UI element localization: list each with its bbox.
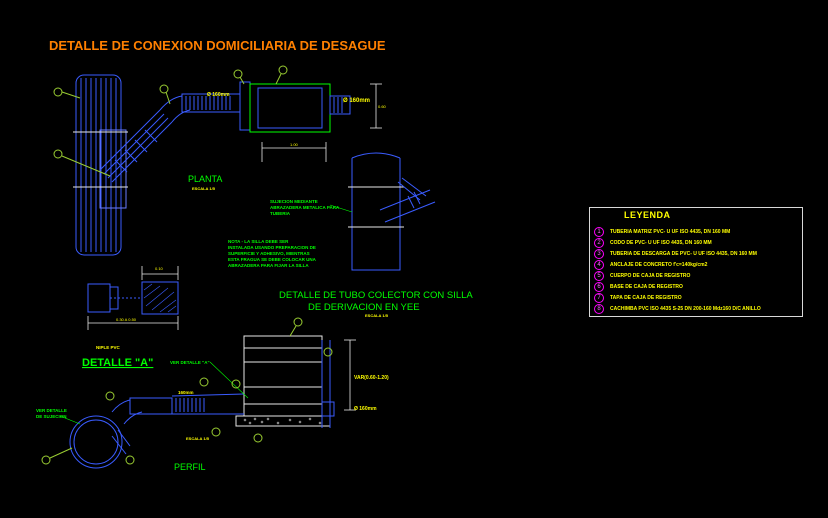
- leader-sujecion: [59, 415, 81, 425]
- bubble-callouts-plan: [53, 65, 288, 177]
- leader-abrazadera: [329, 204, 353, 213]
- dim-text-niple-short: 0.10: [155, 266, 164, 271]
- pipe-clamps-plan: [73, 131, 128, 188]
- legend-item-text: TUBERIA MATRIZ PVC- U UF ISO 4435, DN 16…: [610, 228, 731, 235]
- escala-perfil-label: ESCALA 1/5: [186, 436, 210, 441]
- dim-text-niple-long: 0.30 A 0.50: [116, 317, 137, 322]
- legend-item-text: TUBERIA DE DESCARGA DE PVC- U UF ISO 443…: [610, 250, 757, 257]
- legend-item-text: CODO DE PVC- U UF ISO 4435, DN 160 MM: [610, 239, 712, 246]
- legend-item-text: BASE DE CAJA DE REGISTRO: [610, 283, 683, 290]
- niple-label: NIPLE PVC: [96, 345, 121, 350]
- drawing-title: DETALLE DE CONEXION DOMICILIARIA DE DESA…: [49, 38, 386, 53]
- saddle-branch-plan: [99, 95, 191, 183]
- leader-ver-detalle-a: [209, 361, 249, 399]
- legend-item-text: CACHIMBA PVC ISO 4435 S-25 DN 200-160 Md…: [610, 305, 761, 312]
- niple-detail: [87, 281, 179, 315]
- legend-item: 2 CODO DE PVC- U UF ISO 4435, DN 160 MM: [594, 237, 712, 248]
- dim-text-width: 1.00: [290, 142, 299, 147]
- escala-planta-label: ESCALA 1/5: [192, 186, 216, 191]
- phi-160-right-label: Ø 160mm: [343, 98, 370, 104]
- dimension-lines-niple: [87, 266, 179, 330]
- concrete-anchor: [243, 417, 322, 425]
- legend-item: 6 BASE DE CAJA DE REGISTRO: [594, 281, 683, 292]
- legend-item-number: 5: [594, 270, 604, 281]
- legend-item-number: 4: [594, 259, 604, 270]
- tube-with-saddle: [348, 152, 436, 271]
- detalle-tubo-line2: DE DERIVACION EN YEE: [308, 302, 420, 313]
- dim-text-height: 0.60: [378, 104, 387, 109]
- legend-item-number: 6: [594, 281, 604, 292]
- legend-item-number: 1: [594, 226, 604, 237]
- niple-hatch: [143, 283, 177, 313]
- perfil-label: PERFIL: [174, 462, 206, 472]
- legend-item-number: 8: [594, 303, 604, 314]
- legend-item-number: 7: [594, 292, 604, 303]
- legend-item: 8 CACHIMBA PVC ISO 4435 S-25 DN 200-160 …: [594, 303, 761, 314]
- legend-item-text: TAPA DE CAJA DE REGISTRO: [610, 294, 682, 301]
- ver-detalle-a-label: VER DETALLE "A": [170, 360, 210, 365]
- registro-dim: [344, 339, 356, 411]
- planta-label: PLANTA: [188, 174, 222, 184]
- dimension-lines-plan: [261, 83, 382, 162]
- legend-item-text: ANCLAJE DE CONCRETO f'c=140kg/cm2: [610, 261, 708, 268]
- legend-item-text: CUERPO DE CAJA DE REGISTRO: [610, 272, 691, 279]
- phi-160-box-label: Ø 160mm: [354, 406, 377, 412]
- phi-160-perfil-label: 160mm: [178, 390, 194, 395]
- detalle-a-label: DETALLE "A": [82, 357, 153, 369]
- legend-item: 3 TUBERIA DE DESCARGA DE PVC- U UF ISO 4…: [594, 248, 757, 259]
- legend-item-number: 3: [594, 248, 604, 259]
- legend-box: LEYENDA 1 TUBERIA MATRIZ PVC- U UF ISO 4…: [589, 207, 803, 317]
- var-dim-label: VAR(0.60-1.20): [354, 375, 389, 381]
- escala-tubo-label: ESCALA 1/5: [365, 313, 389, 318]
- legend-item: 1 TUBERIA MATRIZ PVC- U UF ISO 4435, DN …: [594, 226, 730, 237]
- legend-item: 4 ANCLAJE DE CONCRETO f'c=140kg/cm2: [594, 259, 707, 270]
- detalle-tubo-line1: DETALLE DE TUBO COLECTOR CON SILLA: [279, 290, 473, 301]
- legend-item-number: 2: [594, 237, 604, 248]
- legend-item: 7 TAPA DE CAJA DE REGISTRO: [594, 292, 682, 303]
- perfil-pipe: [69, 393, 245, 469]
- registro-box: [235, 335, 331, 427]
- legend-item: 5 CUERPO DE CAJA DE REGISTRO: [594, 270, 690, 281]
- bubble-callouts-perfil: [41, 317, 333, 465]
- legend-title: LEYENDA: [624, 210, 671, 220]
- registro-outer: [321, 340, 335, 428]
- phi-160-top-label: Ø 160mm: [207, 92, 230, 98]
- discharge-pipe-plan: [181, 81, 351, 133]
